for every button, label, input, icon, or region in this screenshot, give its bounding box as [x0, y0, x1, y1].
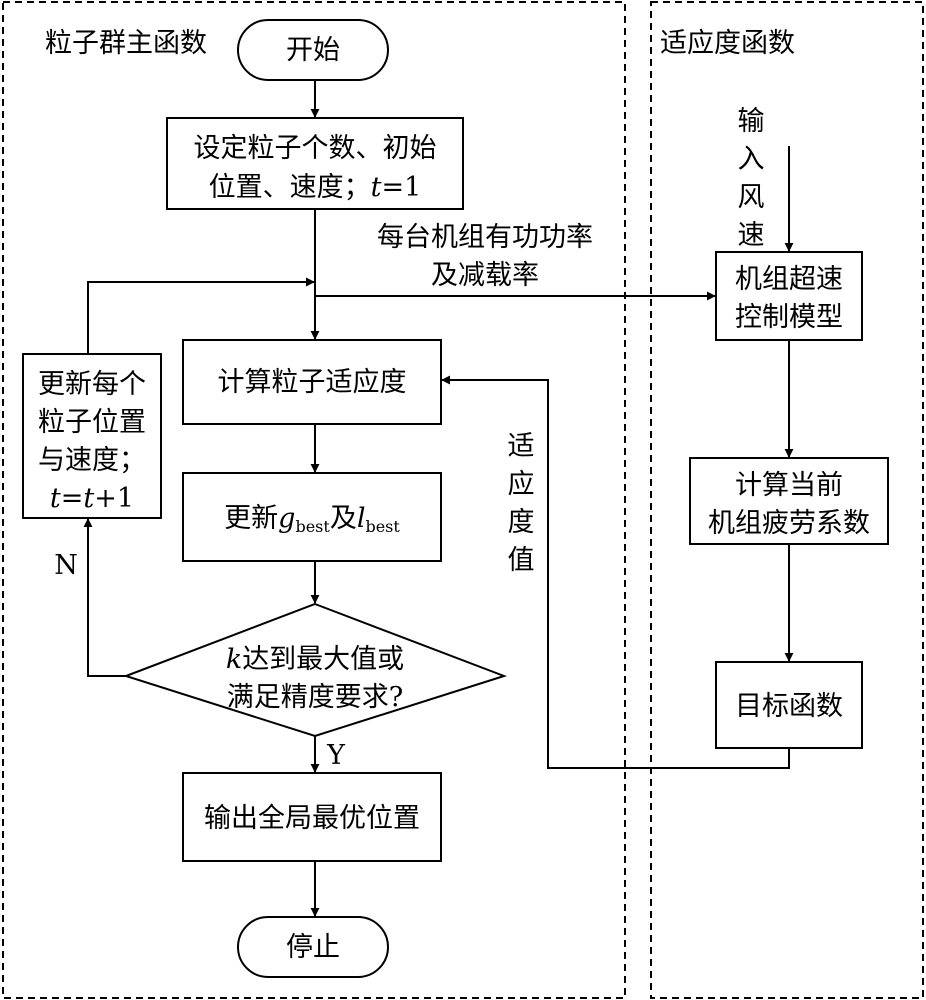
stop-node: [237, 916, 389, 978]
decision-line2: 满足精度要求?: [227, 682, 403, 713]
wind-speed-char-3: 风: [738, 182, 765, 213]
fatigue-line1: 计算当前: [735, 470, 843, 501]
update-best-label: 更新gbest及lbest: [224, 503, 400, 536]
lbest-subscript: best: [365, 517, 400, 536]
wind-speed-char-4: 速: [738, 220, 765, 251]
output-node: [182, 772, 442, 862]
decision-var-k: k: [226, 644, 242, 675]
yes-label: Y: [326, 740, 346, 771]
init-node: [166, 117, 464, 210]
update-plus-one: +1: [94, 483, 134, 514]
fitness-value-char-1: 适: [508, 431, 535, 462]
decision-line1: k达到最大值或: [226, 644, 404, 675]
fitness-value-char-2: 应: [508, 469, 535, 500]
compute-fitness-node: [182, 339, 442, 425]
fitness-function-panel: [650, 1, 924, 999]
update-particle-node: [22, 353, 162, 519]
start-node: [237, 19, 389, 81]
init-line2-prefix: 位置、速度；: [209, 172, 371, 203]
stop-label: 停止: [286, 932, 340, 963]
gbest-var: g: [278, 503, 295, 534]
decision-line1-rest: 达到最大值或: [242, 644, 404, 675]
arrow-fitness-value-feedback: [441, 375, 790, 769]
wind-speed-char-2: 入: [738, 144, 765, 175]
fatigue-line2: 机组疲劳系数: [708, 508, 870, 539]
power-label-line2: 及减载率: [431, 260, 539, 291]
update-particle-line1: 更新每个: [38, 369, 146, 400]
overspeed-line1: 机组超速: [735, 264, 843, 295]
output-label: 输出全局最优位置: [204, 803, 420, 834]
fitness-value-char-3: 度: [508, 507, 535, 538]
update-best-mid: 及: [330, 503, 357, 534]
lbest-var: l: [357, 503, 366, 534]
fitness-value-char-4: 值: [508, 545, 535, 576]
update-particle-line4: t=t+1: [50, 483, 134, 514]
update-particle-line3: 与速度；: [38, 445, 146, 476]
update-best-node: [182, 472, 442, 562]
start-label: 开始: [286, 35, 340, 66]
update-particle-line2: 粒子位置: [38, 407, 146, 438]
objective-node: [715, 661, 863, 749]
update-var-t1: t: [50, 483, 61, 514]
update-var-t2: t: [83, 483, 94, 514]
compute-fitness-label: 计算粒子适应度: [218, 367, 407, 398]
main-function-panel: [2, 1, 626, 999]
init-var-t: t: [371, 172, 382, 203]
no-label: N: [54, 550, 78, 581]
arrow-decision-to-update-particle: [83, 518, 126, 677]
update-eq: =: [61, 483, 84, 514]
gbest-subscript: best: [295, 517, 330, 536]
arrow-update-particle-to-main: [87, 277, 315, 354]
main-function-title: 粒子群主函数: [45, 28, 207, 59]
objective-label: 目标函数: [735, 691, 843, 722]
overspeed-line2: 控制模型: [735, 302, 843, 333]
init-line2: 位置、速度；t=1: [209, 172, 422, 203]
init-line2-suffix: =1: [382, 172, 422, 203]
fitness-function-title: 适应度函数: [660, 28, 795, 59]
update-best-prefix: 更新: [224, 503, 278, 534]
fatigue-node: [689, 457, 889, 545]
wind-speed-char-1: 输: [738, 106, 765, 137]
power-label-line1: 每台机组有功功率: [377, 222, 593, 253]
init-line1: 设定粒子个数、初始: [194, 133, 437, 164]
